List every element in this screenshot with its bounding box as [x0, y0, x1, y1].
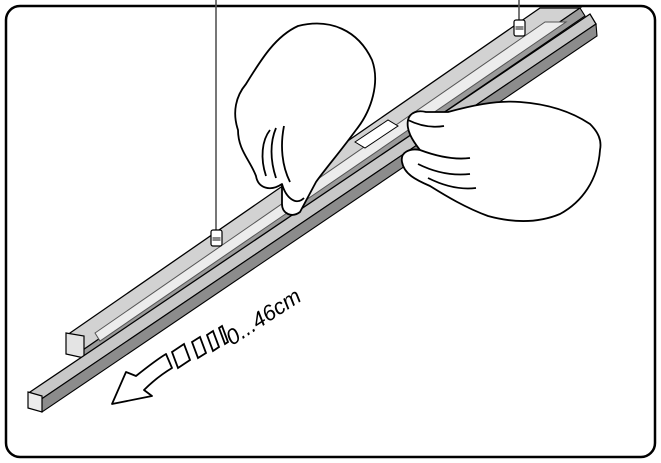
arrow-segment-2 [190, 335, 208, 360]
arrow-segment-4 [217, 324, 230, 346]
arrow-segment-1 [170, 342, 192, 370]
arrow-segment-3 [205, 329, 221, 353]
hand-icon-right [400, 100, 602, 222]
upper-rail-end-cap [65, 332, 85, 359]
arrow-left-icon [111, 324, 230, 405]
lower-rail-end-cap [27, 391, 43, 413]
cable-gripper-right [513, 19, 526, 37]
hand-icon [234, 22, 376, 216]
arrow-left-icon-head [111, 353, 173, 405]
cable-gripper-left [210, 229, 223, 247]
upper-rail [65, 7, 586, 359]
rail-connector [354, 119, 399, 149]
